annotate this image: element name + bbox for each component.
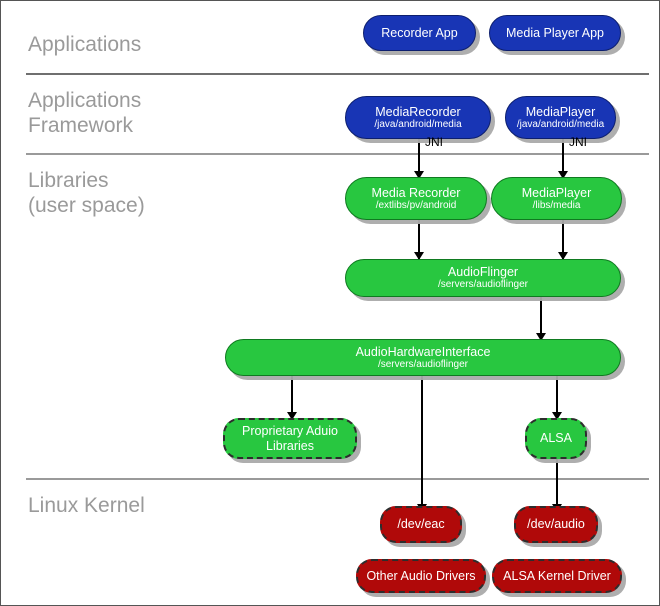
node-media-recorder-library-path: /extlibs/pv/android [375, 199, 457, 211]
connector-mediaplayer-jni [562, 139, 564, 177]
connector-ahi-proprietary [291, 375, 293, 419]
node-proprietary-audio-libraries-title: Proprietary Aduio Libraries [242, 423, 338, 453]
node-mediarecorder-framework-path: /java/android/media [374, 118, 462, 130]
node-audiohardwareinterface-title: AudioHardwareInterface [355, 344, 491, 359]
connector-mediarecorder-jni [418, 139, 420, 177]
divider-kernel [26, 478, 649, 480]
node-mediaplayer-library[interactable]: MediaPlayer /libs/media [491, 177, 622, 220]
section-label-applications-framework: Applications Framework [28, 89, 142, 137]
arrowhead-mediarecorder-jni [414, 171, 424, 179]
arrowhead-ahi-alsa [552, 412, 562, 420]
node-other-audio-drivers[interactable]: Other Audio Drivers [356, 559, 486, 593]
node-media-player-app[interactable]: Media Player App [489, 15, 621, 51]
node-alsa-kernel-driver[interactable]: ALSA Kernel Driver [492, 559, 622, 593]
arrowhead-audioflinger-audiohardwareinterface [536, 333, 546, 341]
divider-framework [26, 153, 649, 155]
node-media-recorder-library-title: Media Recorder [371, 185, 461, 200]
divider-applications [26, 73, 649, 75]
node-dev-eac[interactable]: /dev/eac [380, 506, 462, 543]
connector-mediaplayer-audioflinger [562, 220, 564, 260]
section-label-applications: Applications [28, 33, 142, 56]
node-recorder-app-title: Recorder App [381, 25, 458, 40]
node-dev-audio-title: /dev/audio [527, 517, 585, 531]
node-mediaplayer-library-path: /libs/media [532, 199, 581, 211]
node-audiohardwareinterface[interactable]: AudioHardwareInterface /servers/audiofli… [225, 339, 621, 376]
connector-ahi-alsa [556, 375, 558, 419]
node-alsa[interactable]: ALSA [525, 418, 587, 459]
connector-mediarecorder-audioflinger [418, 220, 420, 260]
connector-label-jni-left: JNI [425, 135, 443, 149]
node-audioflinger-title: AudioFlinger [447, 265, 519, 279]
section-label-linux-kernel: Linux Kernel [28, 494, 145, 517]
node-other-audio-drivers-title: Other Audio Drivers [366, 568, 476, 583]
node-mediaplayer-framework-title: MediaPlayer [525, 104, 596, 119]
node-media-recorder-library[interactable]: Media Recorder /extlibs/pv/android [345, 177, 487, 220]
arrowhead-mediaplayer-audioflinger [558, 252, 568, 260]
node-recorder-app[interactable]: Recorder App [363, 15, 476, 51]
node-dev-eac-title: /dev/eac [397, 517, 445, 531]
node-alsa-title: ALSA [540, 431, 572, 445]
arrowhead-mediaplayer-jni [558, 171, 568, 179]
node-dev-audio[interactable]: /dev/audio [514, 506, 598, 543]
node-audiohardwareinterface-path: /servers/audioflinger [377, 358, 469, 370]
node-mediaplayer-framework-path: /java/android/media [516, 118, 605, 130]
connector-label-jni-right: JNI [569, 135, 587, 149]
node-media-player-app-title: Media Player App [506, 25, 604, 40]
section-label-libraries: Libraries (user space) [28, 169, 145, 217]
connector-ahi-dev-eac [421, 375, 423, 511]
node-audioflinger-path: /servers/audioflinger [437, 279, 529, 290]
node-mediarecorder-framework-title: MediaRecorder [375, 104, 461, 119]
node-proprietary-audio-libraries[interactable]: Proprietary Aduio Libraries [223, 418, 357, 459]
node-mediaplayer-library-title: MediaPlayer [521, 185, 592, 200]
node-alsa-kernel-driver-title: ALSA Kernel Driver [503, 568, 611, 583]
node-mediarecorder-framework[interactable]: MediaRecorder /java/android/media [345, 96, 491, 139]
connector-audioflinger-audiohardwareinterface [540, 297, 542, 341]
connector-alsa-dev-audio [556, 459, 558, 511]
arrowhead-ahi-proprietary [287, 412, 297, 420]
arrowhead-mediarecorder-audioflinger [414, 252, 424, 260]
node-audioflinger[interactable]: AudioFlinger /servers/audioflinger [345, 259, 621, 297]
node-mediaplayer-framework[interactable]: MediaPlayer /java/android/media [505, 96, 616, 139]
